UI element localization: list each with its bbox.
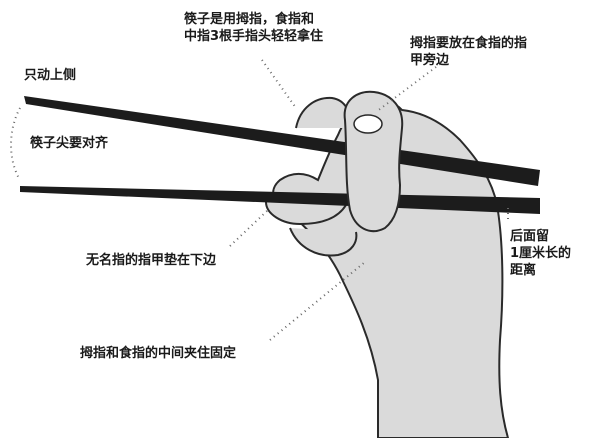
leader-ring-nail [229,209,269,247]
index-finger-shape [295,96,352,129]
ring-finger-shape [265,201,347,226]
leader-thumb-index-middle [261,59,297,109]
label-ring-nail: 无名指的指甲垫在下边 [86,253,217,268]
leader-tips-bracket [10,107,21,181]
label-pinch-fix: 拇指和食指的中间夹住固定 [80,346,237,361]
chopstick-lower [20,186,540,214]
leader-lines [10,57,509,341]
thumb-nail [353,114,383,134]
label-tips-aligned: 筷子尖要对齐 [30,136,109,151]
label-thumb-index-middle: 筷子是用拇指，食指和 中指3根手指头轻轻拿住 [184,12,324,44]
chopstick-upper [24,96,540,186]
leader-thumb-position [375,57,449,113]
label-thumb-position: 拇指要放在食指的指 甲旁边 [410,36,528,68]
label-upper-only: 只动上侧 [24,68,77,83]
leader-pinch-fix [269,261,366,341]
label-back-distance: 后面留 1厘米长的 距离 [510,229,572,278]
pinky-finger-shape [289,227,358,257]
thumb-shape [343,90,404,233]
